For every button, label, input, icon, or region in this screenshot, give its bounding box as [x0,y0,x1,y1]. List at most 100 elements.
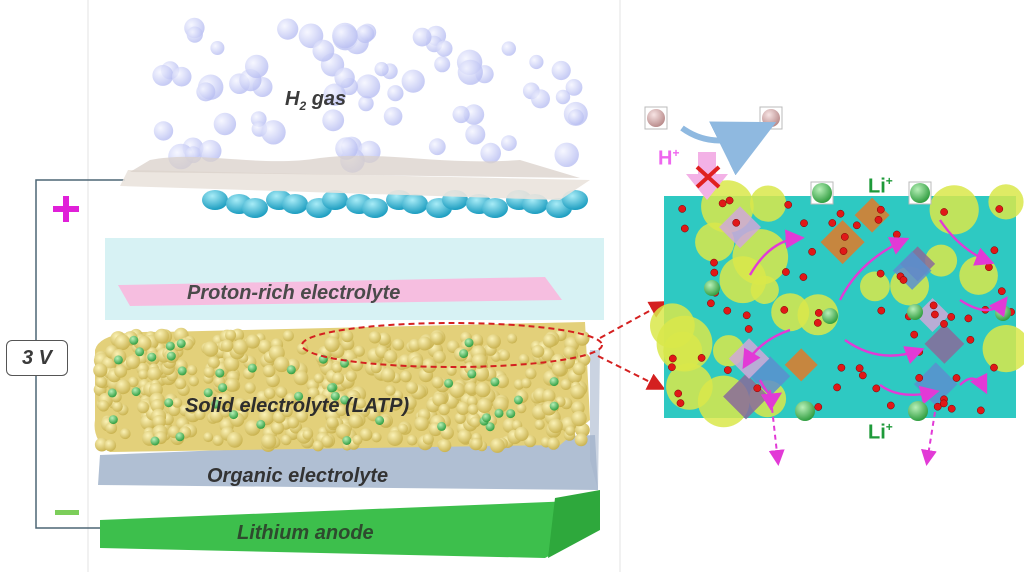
li-dopant [113,355,123,365]
latp-grain [104,439,117,452]
oxygen-atom [940,320,948,328]
latp-grain [492,396,509,413]
h2-bubble [374,62,389,77]
li-dopant [176,339,186,348]
li-dopant [294,391,304,401]
latp-grain [397,423,408,434]
h2-bubble [245,54,269,79]
latp-grain [332,372,345,385]
latp-grain [115,379,131,395]
li-migration-arrow [838,237,910,301]
latp-grain [547,437,560,450]
li-site [704,280,720,296]
latp-grain [353,345,365,357]
isosurface-blob [925,244,958,277]
h2-bubble [332,22,358,49]
catalyst-bead [242,198,268,218]
latp-grain [385,385,396,396]
latp-grain [446,365,457,376]
latp-grain [466,396,478,407]
h2-bubble [428,138,446,156]
latp-grain [475,382,491,398]
latp-grain [244,382,256,394]
oxygen-atom [836,209,845,218]
latp-grain [355,398,366,409]
latp-grain [137,401,150,414]
latp-grain [257,339,272,354]
latp-grain [575,422,590,438]
li-dopant [165,341,175,351]
h2-bubble [551,60,571,81]
li-dopant [256,419,266,429]
catalyst-bead [322,190,348,210]
oxygen-atom [858,371,867,380]
latp-grain [95,376,108,388]
latp-grain [563,345,577,360]
latp-grain [387,430,403,446]
oxygen-atom [678,205,687,213]
latp-grain [302,429,313,440]
latp-grain [335,404,348,417]
latp-grain [154,328,170,344]
h2-bubble [457,59,483,85]
oxygen-atom [680,224,689,233]
latp-grain [574,433,588,447]
h2-bubble [501,41,516,56]
li-migration-arrow [939,219,995,266]
li-dopant [286,365,296,375]
latp-grain [421,358,437,373]
latp-grain [119,428,131,440]
latp-grain [335,424,351,440]
catalyst-bead [202,190,228,210]
latp-grain [219,393,232,406]
h2-bubble [323,83,346,106]
li-dopant [129,335,139,345]
catalyst-layer [120,155,590,218]
voltage-label: 3 V [6,340,68,376]
latp-grain [516,403,527,414]
h2-bubble [452,105,470,124]
oxygen-atom [966,335,975,344]
polyhedron [820,220,865,265]
oxygen-atom [990,246,999,255]
latp-grain [405,381,418,394]
li-dopant [175,432,185,442]
latp-grain [125,355,140,370]
oxygen-atom [780,306,789,314]
oxygen-atom [940,208,948,216]
li-dopant [229,410,239,420]
li-dopant [437,421,447,431]
latp-grain [454,412,466,424]
li-dopant [485,422,495,432]
latp-grain [345,370,357,382]
latp-grain [414,416,429,432]
li-dopant [490,377,500,387]
organic-electrolyte-label: Organic electrolyte [207,465,389,487]
latp-grain [470,437,483,450]
oxygen-atom [877,306,886,315]
latp-grain [570,384,586,400]
latp-grain [105,422,118,434]
latp-grain [97,400,110,412]
latp-grain [138,369,149,380]
h2-bubble [210,41,225,55]
li-dopant [513,395,523,405]
h2-bubble [412,27,432,47]
latp-grain [224,377,239,392]
latp-grain [406,434,418,446]
proton-electrolyte-layer [105,238,604,320]
oxygen-atom [855,364,864,373]
polyhedron [924,324,965,364]
latp-grain [431,376,444,389]
latp-grain [514,426,529,442]
latp-grain [295,410,308,423]
h2-bubble [465,124,486,145]
oxygen-atom [732,218,741,227]
latp-grain [203,432,214,443]
h2-bubble [152,64,174,86]
latp-grain [245,398,256,410]
h2-bubble [480,142,502,164]
h2-bubble [554,142,579,167]
latp-grain [518,353,530,365]
